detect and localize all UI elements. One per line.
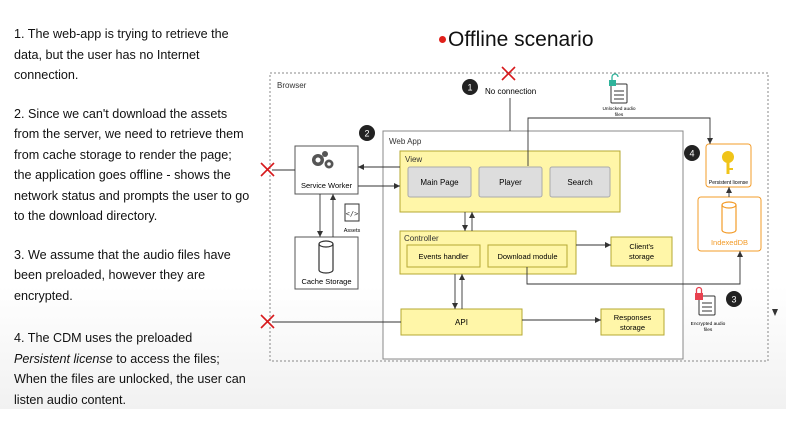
responses-storage-label-2: storage: [620, 323, 645, 332]
database-icon-orange: [721, 201, 737, 234]
events-handler-label: Events handler: [418, 252, 469, 261]
unlocked-files-label-1: Unlocked audio: [602, 106, 635, 112]
api-box: [400, 308, 523, 336]
connectors: [272, 98, 743, 323]
service-worker-x-icon: [260, 162, 275, 177]
badge-1: 1: [462, 79, 478, 95]
svg-text:4: 4: [689, 149, 694, 159]
browser-frame: [269, 72, 769, 362]
mouse-cursor-icon: [772, 309, 778, 316]
indexeddb-box: [697, 196, 762, 252]
encrypted-file-icon: [695, 286, 716, 316]
search-box: [549, 166, 611, 198]
main-page-label: Main Page: [420, 178, 459, 187]
svg-text:3: 3: [731, 295, 736, 305]
encrypted-files-label-1: Encrypted audio: [691, 321, 726, 327]
clients-storage-label-1: Client's: [629, 242, 654, 251]
download-module-label: Download module: [497, 252, 557, 261]
step-2: 2. Since we can't download the assets fr…: [14, 106, 250, 224]
browser-label: Browser: [277, 81, 307, 90]
no-connection-label: No connection: [485, 87, 536, 96]
step-4: 4. The CDM uses the preloaded Persistent…: [14, 328, 250, 410]
gear-icon: [312, 151, 334, 169]
svg-text:</>: </>: [346, 210, 359, 218]
unlocked-file-icon: [609, 73, 628, 104]
controller-label: Controller: [404, 234, 439, 243]
webapp-label: Web App: [389, 137, 422, 146]
encrypted-files-label-2: files: [704, 327, 713, 333]
responses-storage-label-1: Responses: [614, 313, 652, 322]
no-connection-x-icon: [501, 66, 516, 81]
title-text: Offline scenario: [448, 28, 594, 51]
badge-3: 3: [726, 291, 742, 307]
step-3: 3. We assume that the audio files have b…: [14, 247, 231, 303]
api-x-icon: [260, 314, 275, 329]
diagram-title: Offline scenario: [439, 28, 594, 52]
steps-text: 1. The web-app is trying to retrieve the…: [14, 24, 250, 430]
download-module-box: [487, 244, 568, 268]
badge-4: 4: [684, 145, 700, 161]
api-label: API: [455, 318, 468, 327]
service-worker-label: Service Worker: [301, 181, 353, 190]
svg-text:1: 1: [467, 83, 472, 93]
step-1: 1. The web-app is trying to retrieve the…: [14, 27, 229, 82]
cache-storage-box: [294, 236, 359, 290]
unlocked-files-label-2: files: [615, 112, 624, 118]
step-4-prefix: 4. The CDM uses the preloaded: [14, 331, 193, 345]
architecture-diagram: Browser Web App View Main Page Player Se…: [260, 66, 769, 362]
assets-label: Assets: [344, 228, 361, 234]
clients-storage-label-2: storage: [629, 252, 654, 261]
player-label: Player: [499, 178, 522, 187]
responses-storage-box: [600, 308, 665, 336]
step-4-emph: Persistent license: [14, 351, 113, 366]
view-label: View: [405, 155, 422, 164]
player-box: [478, 166, 543, 198]
search-label: Search: [567, 178, 592, 187]
badge-2: 2: [359, 125, 375, 141]
step-4-suffix: to access the files; When the files are …: [14, 351, 246, 407]
persistent-license-label: Persistent license: [709, 180, 748, 186]
events-handler-box: [406, 244, 481, 268]
indexeddb-label: IndexedDB: [711, 238, 748, 247]
cache-storage-label: Cache Storage: [301, 277, 351, 286]
database-icon: [318, 240, 334, 274]
key-icon: [722, 151, 734, 174]
title-bullet: [439, 36, 446, 43]
clients-storage-box: [610, 236, 673, 267]
code-file-icon: </>: [344, 203, 360, 222]
svg-text:2: 2: [364, 129, 369, 139]
main-page-box: [407, 166, 472, 198]
